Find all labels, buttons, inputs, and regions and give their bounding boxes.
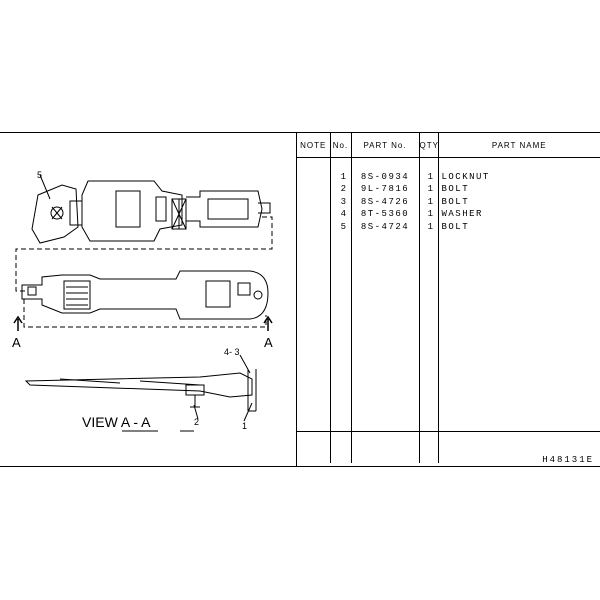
callout-4-3: 4- 3 [224,347,240,357]
header-part-no: PART No. [351,133,420,158]
row-item-no: 4 [330,208,352,221]
table-row: 4 8T-5360 1 WASHER [297,208,600,221]
header-no: No. [330,133,352,158]
header-qty: QTY [419,133,439,158]
row-item-no: 2 [330,183,352,196]
row-qty: 1 [419,170,439,183]
table-row: 2 9L-7816 1 BOLT [297,183,600,196]
table-row: 3 8S-4726 1 BOLT [297,195,600,208]
row-part-no: 8S-0934 [351,170,420,183]
row-item-no: 1 [330,170,352,183]
row-item-no: 3 [330,195,352,208]
callout-2: 2 [194,417,199,427]
row-qty: 1 [419,195,439,208]
row-part-no: 8S-4724 [351,220,420,233]
header-part-name: PART NAME [438,133,600,158]
view-caption: VIEW A - A [82,414,151,430]
row-part-name: BOLT [441,196,470,207]
table-row: 5 8S-4724 1 BOLT [297,220,600,233]
row-part-no: 8T-5360 [351,208,420,221]
row-qty: 1 [419,208,439,221]
callout-1: 1 [242,421,247,431]
parts-sheet: 5 4- 3 2 1 A A VIEW A - A NOTE No. PART … [0,132,600,467]
row-part-name: LOCKNUT [441,171,490,182]
row-part-no: 9L-7816 [351,183,420,196]
parts-list: NOTE No. PART No. QTY PART NAME 1 8S-093… [296,133,600,466]
seat-belt-drawing: 5 4- 3 2 1 A A VIEW A - A [12,170,273,432]
seat-belt-illustration: 5 4- 3 2 1 A A VIEW A - A [0,133,296,466]
row-qty: 1 [419,220,439,233]
section-marker-left: A [12,335,21,350]
row-part-name: WASHER [441,209,483,220]
callout-5: 5 [37,170,42,180]
row-item-no: 5 [330,220,352,233]
footer-divider [297,431,600,432]
row-qty: 1 [419,183,439,196]
reference-code: H48131E [542,455,594,465]
row-part-name: BOLT [441,184,470,195]
parts-table: NOTE No. PART No. QTY PART NAME 1 8S-093… [297,133,600,463]
row-part-no: 8S-4726 [351,195,420,208]
row-part-name: BOLT [441,221,470,232]
table-row: 1 8S-0934 1 LOCKNUT [297,170,600,183]
section-marker-right: A [264,335,273,350]
parts-table-header-row: NOTE No. PART No. QTY PART NAME [297,133,600,158]
header-note: NOTE [297,133,331,158]
